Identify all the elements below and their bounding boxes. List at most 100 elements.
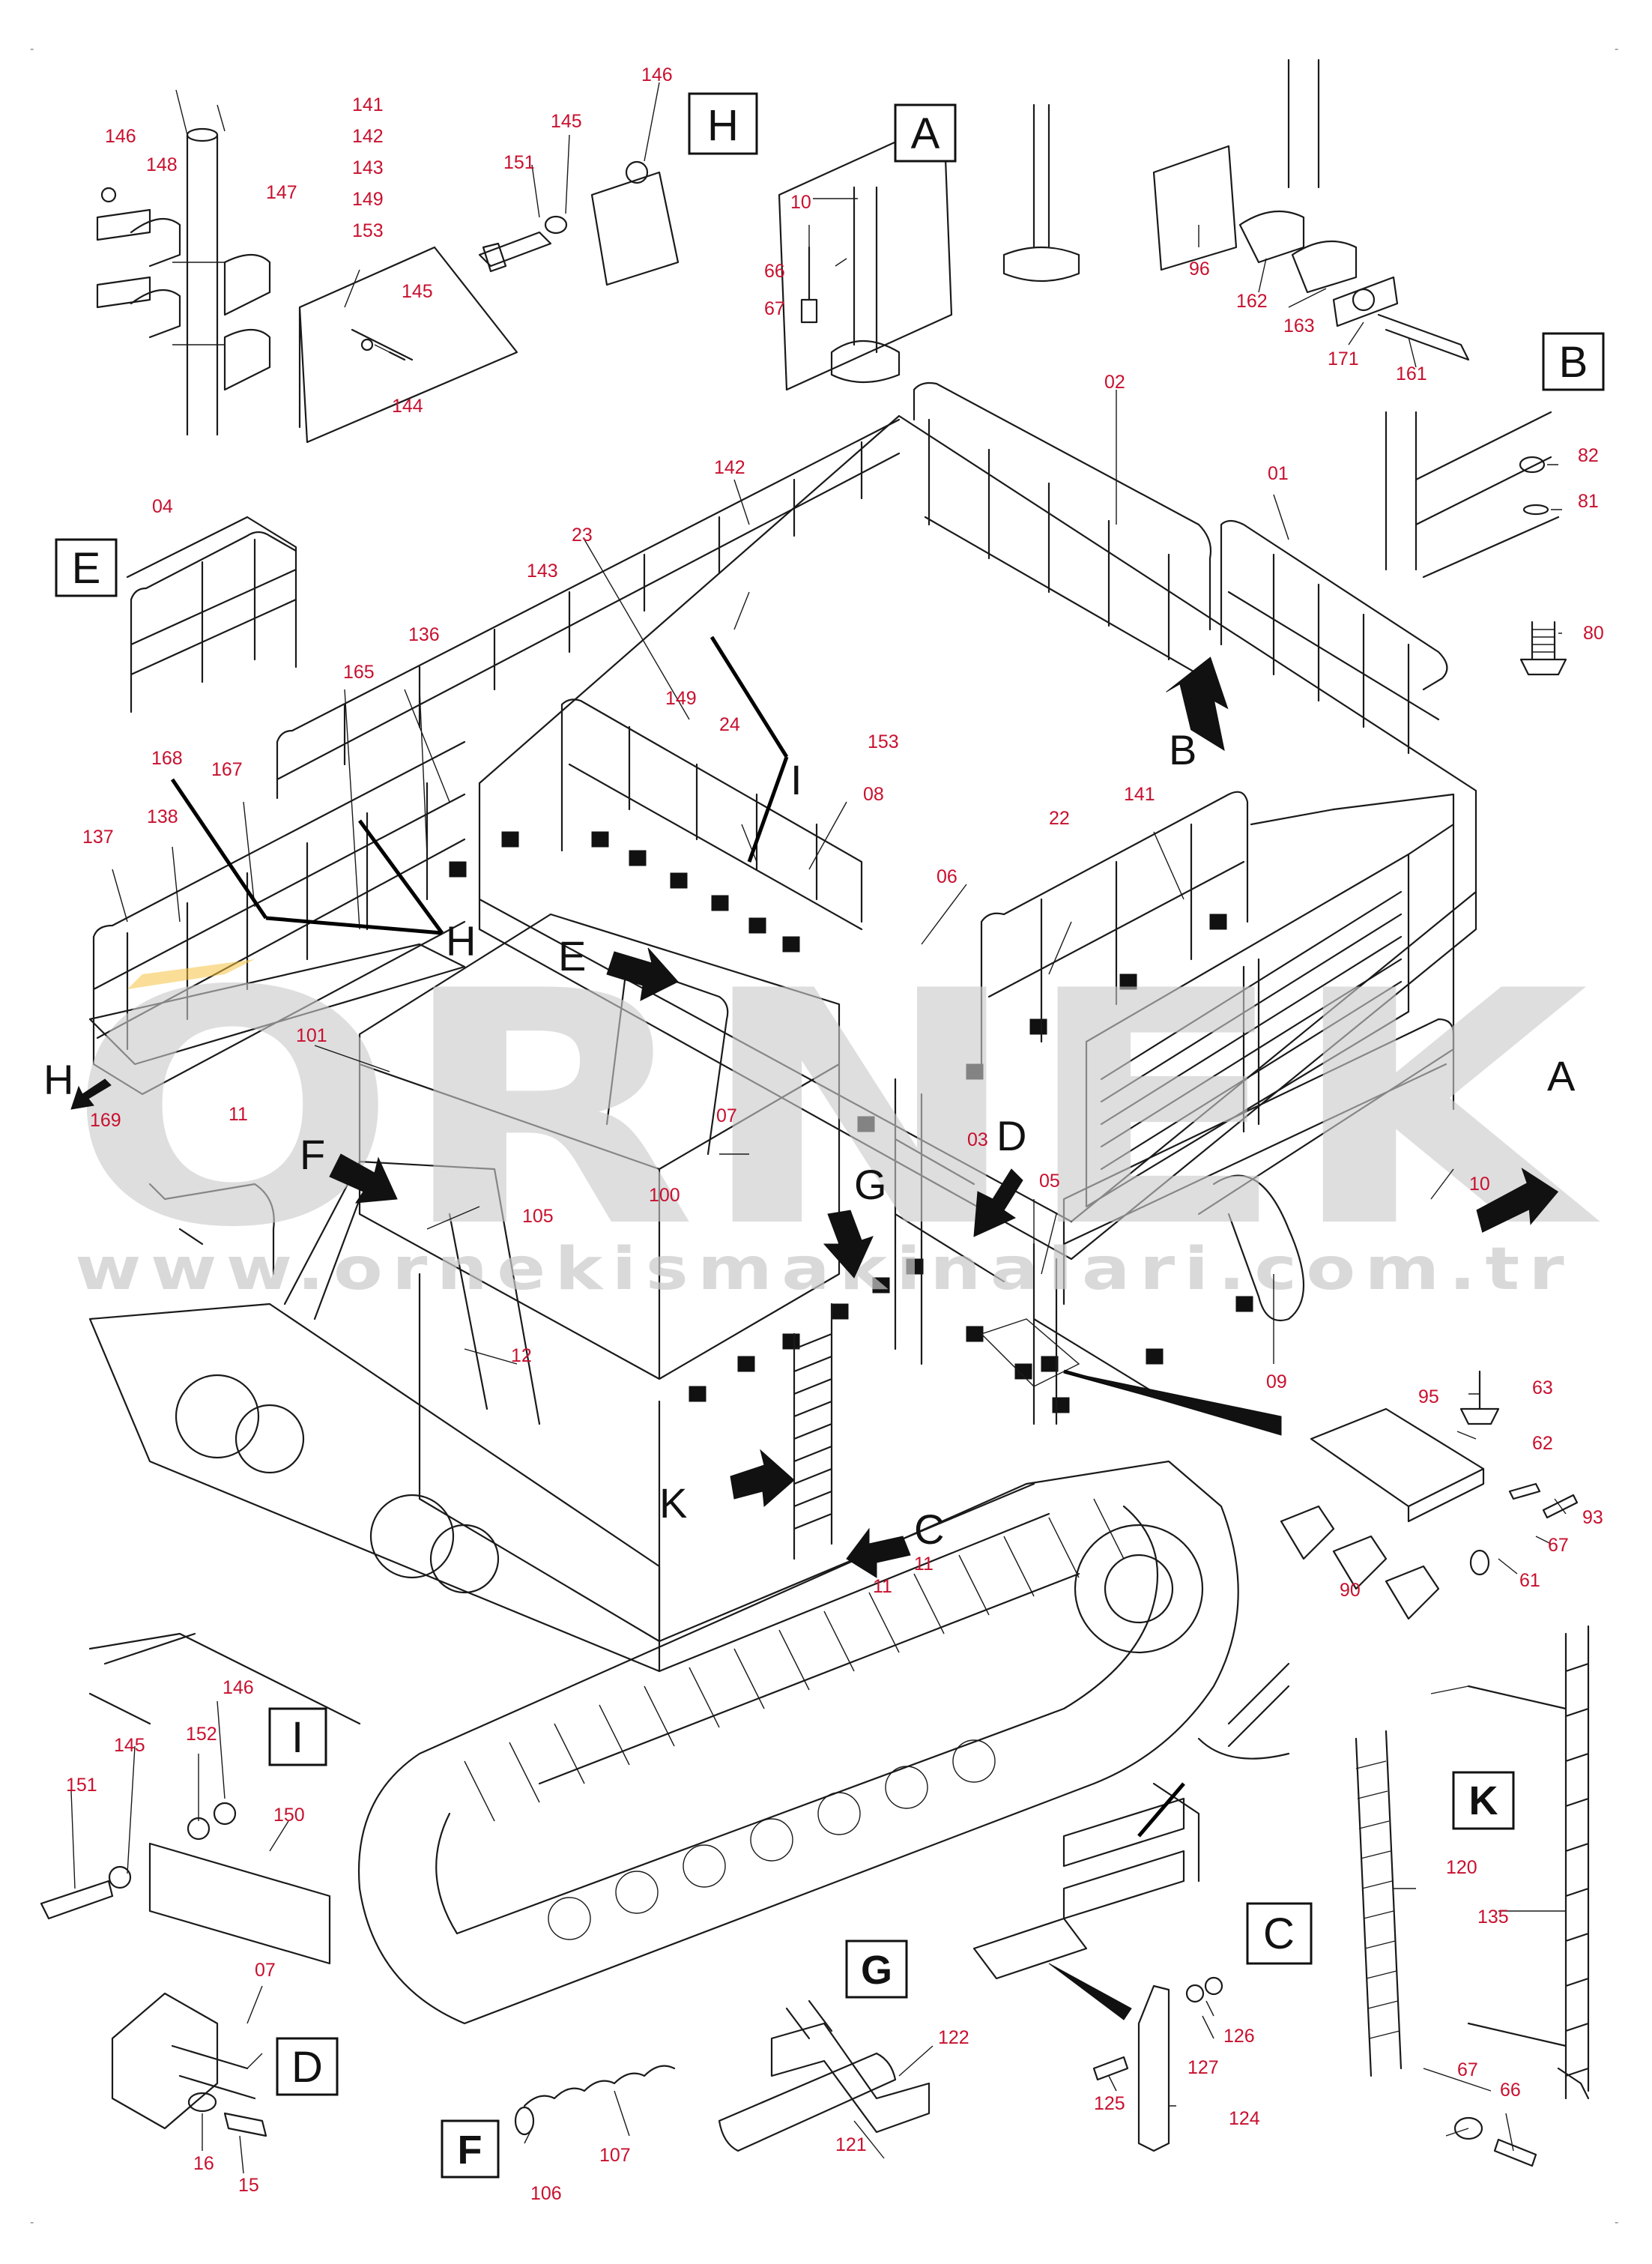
- part-label: 136: [408, 624, 440, 645]
- view-letter-e: E: [558, 932, 586, 979]
- part-label: 138: [147, 806, 178, 827]
- part-label: 05: [1039, 1171, 1060, 1192]
- leader-c2: [1048, 1963, 1132, 2020]
- leader-step-wedge: [1063, 1371, 1282, 1436]
- roller-left-4: [429, 1524, 500, 1594]
- view-box-h: [688, 92, 758, 155]
- detail-e: [126, 516, 297, 713]
- arrow-f: [329, 1153, 398, 1204]
- part-label: 142: [714, 457, 745, 478]
- part-label: 08: [863, 784, 884, 805]
- watermark: ORNEK www.ornekismakinalari.com.tr: [67, 923, 1603, 1303]
- part-label: 168: [151, 748, 183, 769]
- view-letters: B A E F G D K C H H I: [43, 726, 1576, 1553]
- detail-h-bolt-set: [478, 160, 680, 286]
- part-label: 143: [352, 157, 384, 178]
- part-label: 82: [1578, 445, 1599, 466]
- view-letter-i: I: [790, 756, 802, 803]
- corner-mark-tr: -: [1615, 43, 1618, 55]
- view-letter-c: C: [914, 1506, 944, 1553]
- detail-c: [972, 1662, 1290, 2152]
- engine-hood: [1197, 793, 1455, 1216]
- part-label: 141: [352, 94, 384, 115]
- view-box-k-letter: K: [1469, 1778, 1498, 1823]
- view-letter-h-1: H: [446, 917, 476, 965]
- arrow-e: [606, 947, 679, 1001]
- detail-step-plate-95: [1280, 1370, 1579, 1620]
- part-label: 127: [1187, 2057, 1219, 2078]
- corner-mark-tl: -: [30, 43, 34, 55]
- arrow-h-left: [70, 1078, 112, 1110]
- part-label: 124: [1229, 2108, 1260, 2129]
- view-box-b-letter: B: [1559, 338, 1588, 387]
- part-label: 23: [572, 525, 593, 546]
- roller-left-2: [235, 1404, 305, 1474]
- left-platform-railing: [92, 740, 466, 1096]
- yellow-accent: [127, 959, 255, 989]
- detail-b: [1385, 411, 1567, 676]
- part-label: 66: [764, 261, 785, 282]
- part-label: 11: [229, 1104, 248, 1125]
- part-label: 121: [835, 2134, 867, 2155]
- part-label: 146: [641, 64, 673, 85]
- part-label: 67: [1457, 2059, 1478, 2080]
- part-label: 151: [503, 152, 535, 173]
- watermark-brand: ORNEK: [67, 923, 1603, 1298]
- left-railing-23: [276, 418, 901, 800]
- view-letter-h-2: H: [43, 1056, 73, 1103]
- watermark-url: www.ornekismakinalari.com.tr: [75, 1236, 1573, 1303]
- view-box-f-letter: F: [458, 2128, 482, 2173]
- part-label: 171: [1328, 348, 1359, 369]
- part-label: 150: [273, 1805, 305, 1826]
- front-railing-10: [1062, 1018, 1455, 1305]
- view-letter-a: A: [1547, 1052, 1576, 1099]
- part-label: 96: [1189, 259, 1210, 280]
- detail-ladder-120: [1355, 1730, 1403, 2077]
- part-label: 165: [343, 662, 375, 683]
- part-label: 07: [255, 1960, 276, 1981]
- view-box-d: [276, 2037, 339, 2096]
- part-label: 141: [1124, 784, 1155, 805]
- bottom-rollers: [548, 1739, 996, 1940]
- view-boxes: H A B E I D F G C K: [55, 92, 1605, 2179]
- part-label: 01: [1268, 463, 1289, 484]
- part-label: 120: [1446, 1857, 1477, 1878]
- part-label: 144: [392, 396, 423, 417]
- part-label: 81: [1578, 491, 1599, 512]
- leader-c: [1137, 1782, 1185, 1838]
- part-label: 67: [1548, 1535, 1569, 1556]
- view-box-k: [1452, 1771, 1515, 1830]
- view-box-b: [1542, 332, 1605, 391]
- part-label: 12: [511, 1345, 532, 1366]
- detail-k-hardware: [1453, 2116, 1537, 2167]
- main-machine: [88, 381, 1477, 2025]
- left-platform-deck: [88, 943, 466, 1066]
- track-frame-main: [538, 1482, 1080, 1785]
- part-label: 147: [266, 182, 297, 203]
- detail-g: [718, 1999, 931, 2152]
- part-label: 07: [716, 1105, 737, 1126]
- part-label: 10: [1469, 1174, 1490, 1195]
- part-label: 145: [551, 111, 582, 132]
- view-box-d-letter: D: [291, 2043, 323, 2092]
- view-box-c-letter: C: [1263, 1910, 1295, 1958]
- part-label: 04: [152, 496, 173, 517]
- part-label: 62: [1532, 1433, 1553, 1454]
- sprocket-outer: [1074, 1524, 1204, 1654]
- view-box-c: [1246, 1902, 1313, 1965]
- part-label: 163: [1283, 316, 1315, 336]
- leader-h-3: [357, 819, 444, 935]
- view-letter-g: G: [854, 1161, 887, 1208]
- view-box-i: [268, 1707, 327, 1766]
- view-box-f: [441, 2119, 500, 2179]
- part-label: 24: [719, 714, 740, 735]
- detail-a: [778, 103, 1080, 391]
- part-label: 152: [186, 1724, 217, 1745]
- cab-ladder: [793, 1302, 833, 1560]
- left-track-frame: [88, 1302, 661, 1673]
- cab-handrail-11: [148, 1183, 275, 1276]
- view-box-a: [894, 103, 957, 163]
- hand-ladder-09: [1212, 1174, 1305, 1322]
- leader-i-1: [709, 636, 789, 758]
